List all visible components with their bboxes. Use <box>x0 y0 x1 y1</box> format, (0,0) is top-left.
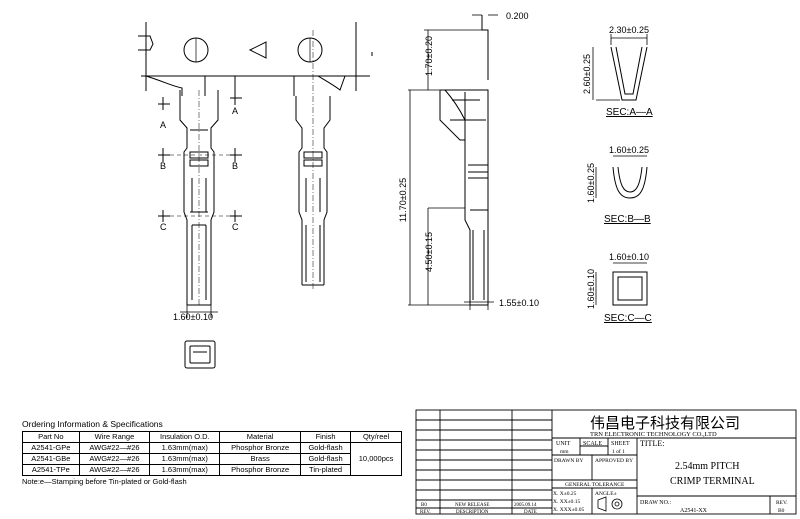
table-cell: Brass <box>219 453 301 465</box>
rev-column-header: REV. <box>420 510 431 515</box>
table-cell: Gold-flash <box>299 442 352 454</box>
qty-cell: 10,000pcs <box>350 442 402 476</box>
section-label-a-left: A <box>160 120 166 130</box>
table-cell: A2541-TPe <box>22 464 80 476</box>
table-cell: Phosphor Bronze <box>219 442 301 454</box>
sec-a-height: 2.60±0.25 <box>582 54 592 94</box>
triangle-mark <box>248 41 267 59</box>
unit-value: mm <box>560 449 569 455</box>
drawn-by-label: DRAWN BY <box>554 458 583 464</box>
terminal-second-view <box>295 30 331 290</box>
dim-height-2: 4.50±0.15 <box>424 232 434 272</box>
bottom-view-outer <box>184 340 216 369</box>
spec-header-row: Part No Wire Range Insulation O.D. Mater… <box>22 431 402 443</box>
description-column-header: DESCRIPTION <box>456 510 489 515</box>
table-cell: AWG#22—#26 <box>78 464 151 476</box>
spec-note: Note:e—Stamping before Tin-plated or Gol… <box>22 477 187 486</box>
spec-caption: Ordering Information & Specifications <box>22 419 163 429</box>
sec-b-height: 1.60±0.25 <box>586 163 596 203</box>
terminal-side-view <box>439 14 498 306</box>
revision-entry-desc: NEW RELEASE <box>455 503 490 508</box>
section-c-c <box>595 262 648 306</box>
section-label-c-left: C <box>160 222 167 232</box>
company-en: TRN ELECTRONIC TECHNOLOGY CO.,LTD <box>590 431 717 438</box>
tolerance-3: X. XXX±0.05 <box>553 507 585 513</box>
title-line-1: 2.54mm PITCH <box>675 461 739 472</box>
sec-b-width: 1.60±0.25 <box>609 145 649 155</box>
sec-c-height: 1.60±0.10 <box>586 269 596 309</box>
spec-header: Finish <box>299 431 352 443</box>
table-cell: AWG#22—#26 <box>78 442 151 454</box>
dim-front-width: 1.60±0.10 <box>173 312 213 322</box>
spec-header: Qty/reel <box>350 431 402 443</box>
sec-c-name: SEC:C—C <box>604 313 652 324</box>
front-width-dim <box>180 305 218 318</box>
dim-height-1: 1.70±0.20 <box>424 36 434 76</box>
title-label: TITLE: <box>640 439 664 448</box>
table-cell: Tin-plated <box>299 464 352 476</box>
bottom-view-inner <box>189 345 211 364</box>
sec-c-width: 1.60±0.10 <box>609 252 649 262</box>
unit-label: UNIT <box>556 441 571 447</box>
terminal-front-view <box>179 90 219 306</box>
spec-table: Part No Wire Range Insulation O.D. Mater… <box>22 431 402 476</box>
section-label-a-right: A <box>232 106 238 116</box>
dim-height-total: 11.70±0.25 <box>398 178 408 222</box>
sec-a-name: SEC:A—A <box>606 107 653 118</box>
angle-label: ANGLE± <box>595 491 617 497</box>
draw-no-value: A2541-XX <box>680 508 708 514</box>
table-row: A2541-GPe AWG#22—#26 1.63mm(max) Phospho… <box>22 442 402 476</box>
table-cell: A2541-GPe <box>22 442 80 454</box>
dim-bottom-width: 1.55±0.10 <box>499 298 539 308</box>
table-row: A2541-GBe AWG#22—#26 1.63mm(max) Brass G… <box>22 453 402 465</box>
draw-no-label: DRAW NO.: <box>640 500 671 506</box>
spec-header: Wire Range <box>78 431 151 443</box>
tolerance-2: X. XX±0.15 <box>553 499 581 505</box>
tolerance-1: X. X±0.25 <box>553 491 577 497</box>
section-label-b-left: B <box>160 161 166 171</box>
scale-label: SCALE <box>583 441 602 447</box>
table-cell: 1.63mm(max) <box>149 453 221 465</box>
table-cell: 1.63mm(max) <box>149 464 221 476</box>
revision-entry-date: 2005.09.14 <box>514 503 537 508</box>
section-label-b-right: B <box>232 161 238 171</box>
sec-b-name: SEC:B—B <box>604 214 651 225</box>
section-a-a <box>592 34 648 101</box>
section-b-b <box>595 155 648 199</box>
dim-top-thickness: 0.200 <box>506 11 529 21</box>
approved-by-label: APPROVED BY <box>595 458 633 464</box>
spec-header: Insulation O.D. <box>149 431 221 443</box>
table-cell: Gold-flash <box>299 453 352 465</box>
sheet-label: SHEET <box>611 441 630 447</box>
revision-entry-rev: B0 <box>421 503 427 508</box>
projection-symbol-icon <box>597 496 623 512</box>
table-cell: A2541-GBe <box>22 453 80 465</box>
table-row: A2541-TPe AWG#22—#26 1.63mm(max) Phospho… <box>22 464 402 476</box>
section-markers <box>158 92 242 222</box>
company-cn: 伟昌电子科技有限公司 <box>590 415 740 432</box>
sheet-value: 1 of 1 <box>612 448 625 455</box>
rev-value: B0 <box>778 508 785 514</box>
sec-a-width: 2.30±0.25 <box>609 25 649 35</box>
rev-label: REV. <box>776 500 788 506</box>
table-cell: Phosphor Bronze <box>219 464 301 476</box>
date-column-header: DATE <box>524 510 537 515</box>
table-cell: 1.63mm(max) <box>149 442 221 454</box>
title-block <box>415 409 797 515</box>
vertical-dimensions <box>408 29 494 310</box>
title-line-2: CRIMP TERMINAL <box>670 476 755 487</box>
carrier-strip <box>138 22 373 96</box>
ordering-spec: Ordering Information & Specifications Pa… <box>22 419 402 486</box>
table-cell: AWG#22—#26 <box>78 453 151 465</box>
section-label-c-right: C <box>232 222 239 232</box>
general-tolerance-label: GENERAL TOLERANCE <box>565 482 625 488</box>
spec-header: Material <box>219 431 301 443</box>
spec-header: Part No <box>22 431 80 443</box>
